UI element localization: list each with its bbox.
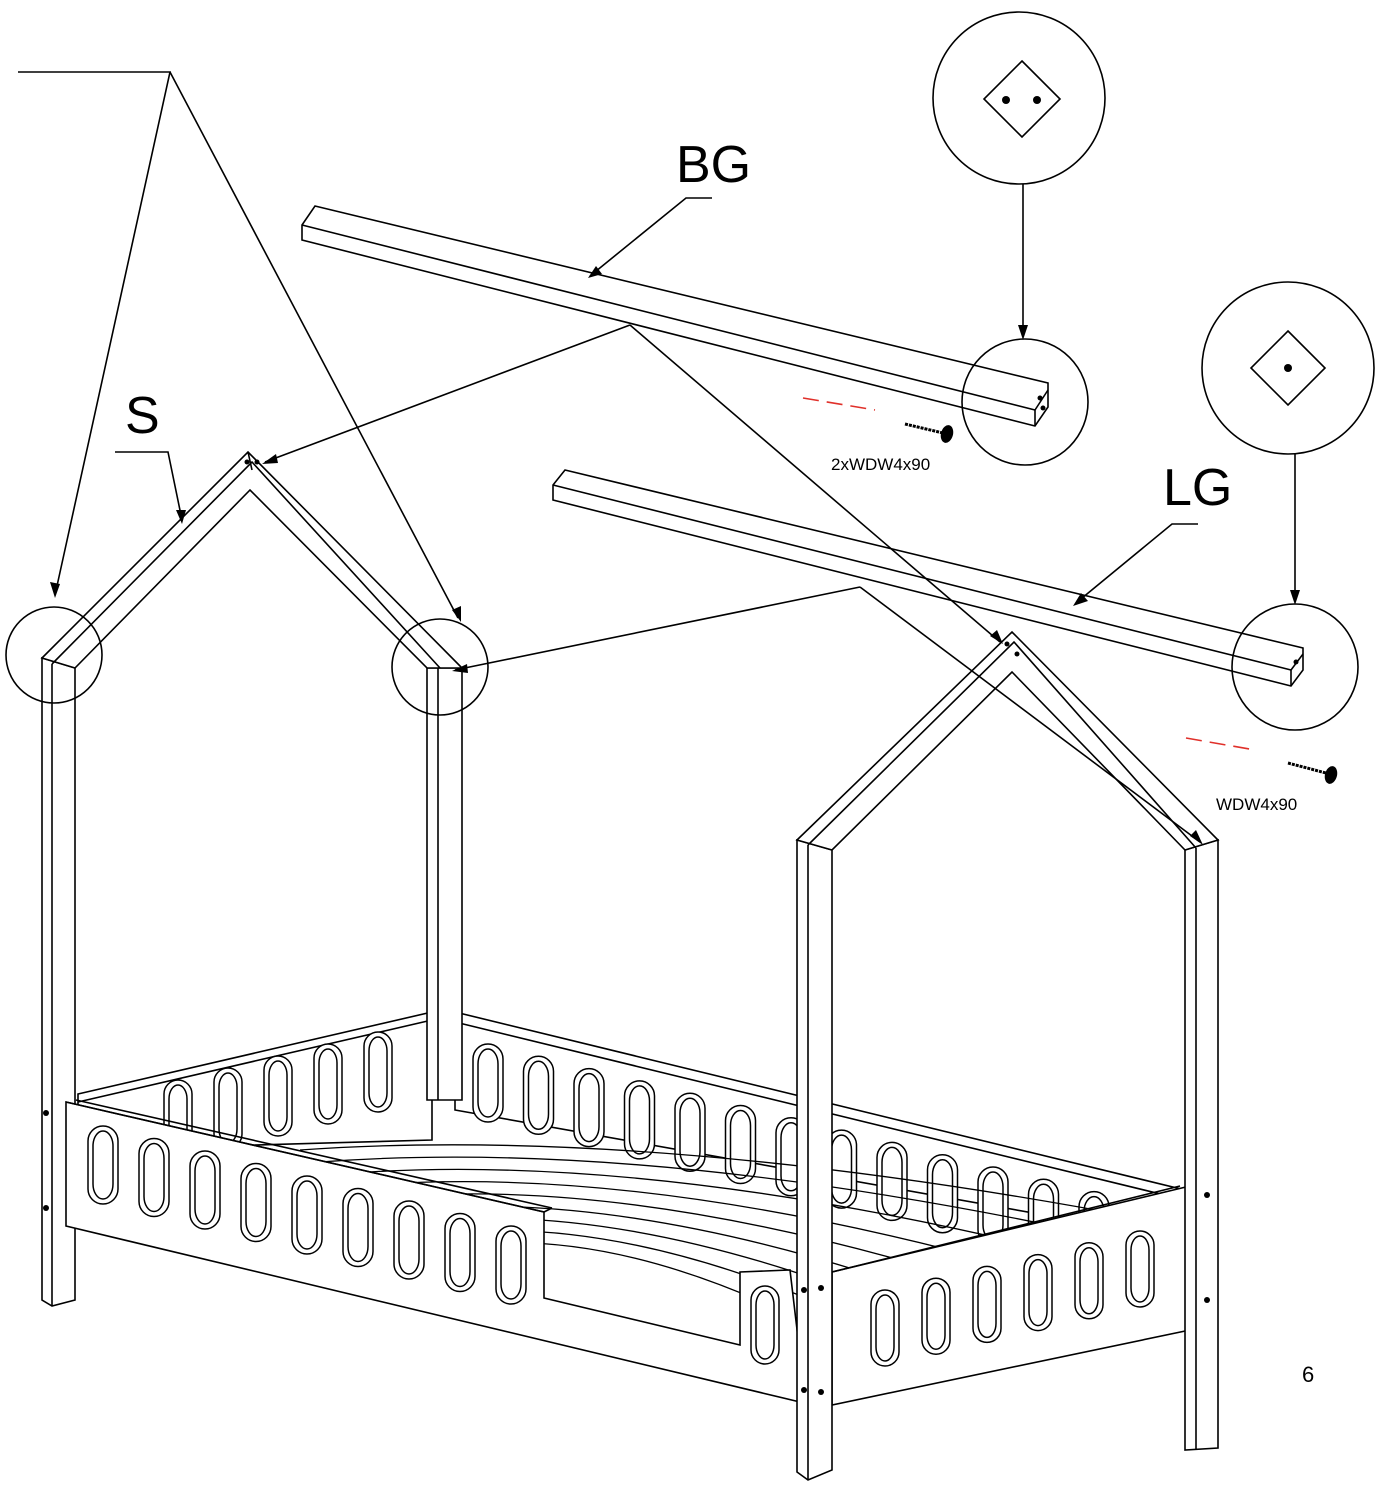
label-s: S	[125, 387, 160, 445]
slot-inner	[755, 1290, 775, 1360]
label-lg: LG	[1163, 459, 1232, 517]
back-left-panel	[77, 1010, 433, 1161]
slot-inner	[1079, 1247, 1099, 1315]
front-panel	[65, 1099, 801, 1404]
post-right-front	[796, 838, 833, 1481]
slot-inner	[368, 1036, 388, 1108]
slat	[319, 1156, 1121, 1241]
slot-inner	[931, 1158, 954, 1229]
slot-inner	[194, 1155, 216, 1225]
slot-inner	[477, 1048, 499, 1118]
leader-lines	[18, 71, 1296, 843]
diamond-two-holes-icon	[932, 11, 1106, 185]
slot-inner	[527, 1060, 550, 1131]
slot-inner	[347, 1192, 369, 1263]
slat	[299, 1144, 1151, 1221]
slot-inner	[245, 1167, 267, 1238]
front-right-panel	[750, 1184, 1191, 1406]
slot-inner	[628, 1085, 651, 1155]
label-bg: BG	[676, 136, 751, 194]
screw-hole	[43, 1205, 49, 1211]
slot-inner	[268, 1060, 288, 1132]
slot-inner	[318, 1048, 338, 1120]
slat	[339, 1168, 1091, 1261]
dash-lg	[1185, 737, 1256, 751]
detail-circle-bg-end	[961, 338, 1089, 466]
detail-circle-middle-post	[391, 618, 489, 716]
beam-LG	[552, 469, 1304, 687]
screw-icon	[904, 422, 954, 443]
slot-inner	[729, 1109, 752, 1180]
screw-hole	[43, 1110, 49, 1116]
slot-inner	[679, 1097, 701, 1167]
dash-bg	[802, 397, 876, 411]
diamond-one-hole-icon	[1201, 281, 1375, 455]
slot-inner	[977, 1270, 997, 1339]
slot-inner	[296, 1180, 318, 1250]
slot-inner	[500, 1230, 522, 1300]
screw-label-bg: 2xWDW4x90	[831, 455, 930, 474]
slot-inner	[449, 1217, 471, 1288]
arrowheads	[50, 266, 1300, 845]
slot-inner	[830, 1134, 853, 1204]
screw-label-lg: WDW4x90	[1216, 795, 1297, 814]
slot-inner	[926, 1282, 946, 1350]
slot-inner	[143, 1142, 165, 1213]
page-number: 6	[1302, 1362, 1314, 1387]
slot-inner	[1130, 1235, 1150, 1303]
slot-inner	[875, 1294, 895, 1362]
post-right-back	[1184, 838, 1219, 1451]
slot-inner	[398, 1205, 420, 1275]
slot-inner	[92, 1130, 114, 1200]
slot-inner	[578, 1072, 600, 1143]
slot-inner	[1028, 1258, 1048, 1327]
screw-icon	[1287, 761, 1338, 784]
post-back-middle	[426, 667, 463, 1101]
gable-left-S	[40, 450, 464, 669]
detail-circle-left-post	[5, 606, 103, 704]
beam-BG	[301, 205, 1049, 427]
slot-inner	[881, 1146, 903, 1217]
gable-right	[795, 630, 1220, 851]
